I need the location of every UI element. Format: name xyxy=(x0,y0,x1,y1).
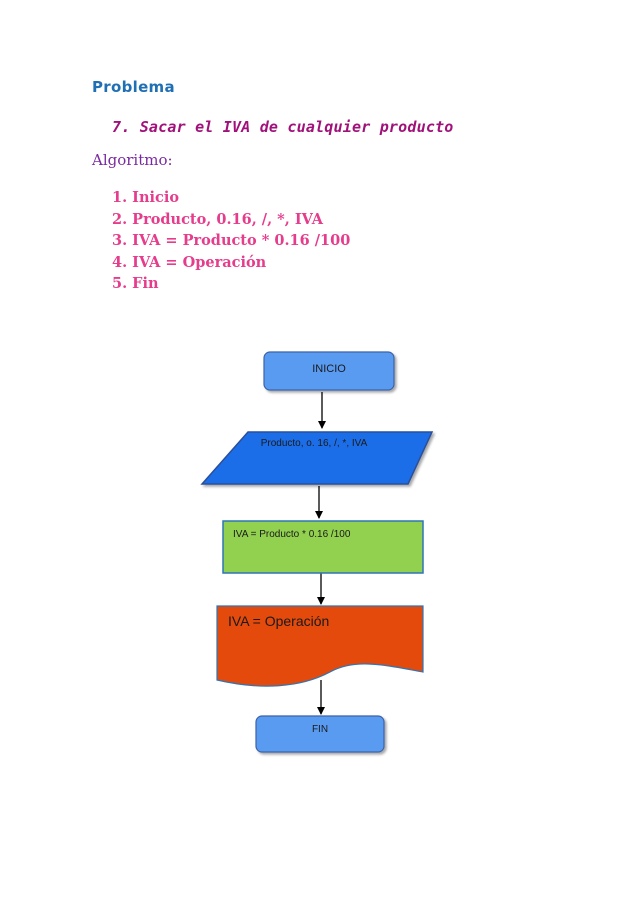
algorithm-step: 1. Inicio xyxy=(112,189,180,206)
start-node: INICIO xyxy=(263,351,395,391)
algorithm-step: 2. Producto, 0.16, /, *, IVA xyxy=(112,210,324,228)
algorithm-step: 4. IVA = Operación xyxy=(112,253,267,271)
algorithm-label: Algoritmo: xyxy=(92,151,173,169)
input-node: Producto, o. 16, /, *, IVA xyxy=(200,431,434,485)
end-node-label: FIN xyxy=(312,724,328,735)
output-node: IVA = Operación xyxy=(216,605,424,687)
problem-statement: 7. Sacar el IVA de cualquier producto xyxy=(112,118,454,136)
algorithm-step: 3. IVA = Producto * 0.16 /100 xyxy=(112,232,351,249)
algorithm-steps: 1. Inicio 2. Producto, 0.16, /, *, IVA 3… xyxy=(112,187,350,295)
problem-heading: Problema xyxy=(92,78,175,96)
algorithm-step: 5. Fin xyxy=(112,275,159,292)
output-node-label: IVA = Operación xyxy=(228,613,329,629)
input-node-label: Producto, o. 16, /, *, IVA xyxy=(261,438,368,449)
start-node-label: INICIO xyxy=(312,363,346,375)
process-node: IVA = Producto * 0.16 /100 xyxy=(222,520,424,574)
process-node-label: IVA = Producto * 0.16 /100 xyxy=(233,529,351,540)
end-node: FIN xyxy=(255,715,385,753)
